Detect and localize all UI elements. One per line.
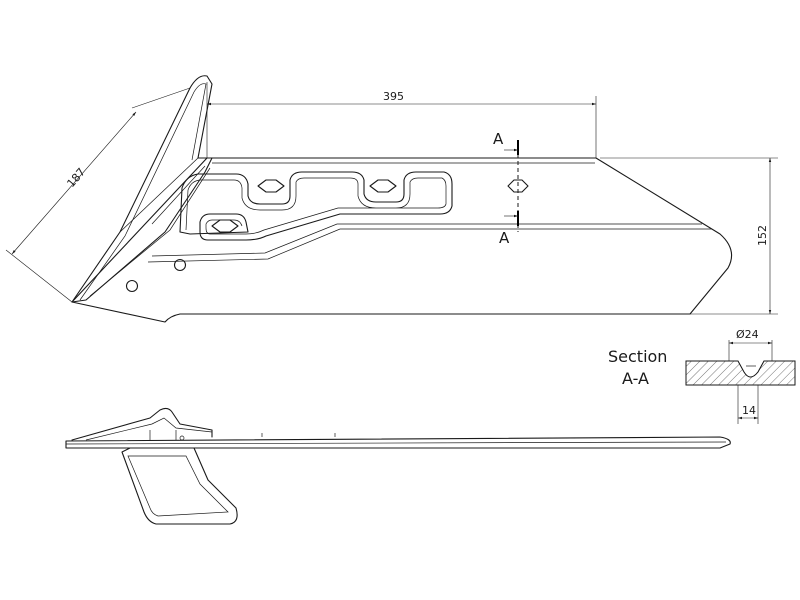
- share-side-view: [65, 407, 731, 525]
- dimension-length-value: 395: [383, 90, 404, 103]
- section-marker-bottom: A: [499, 229, 510, 247]
- dimension-wing-length-value: 187: [64, 166, 88, 190]
- dimension-height-value: 152: [756, 225, 769, 246]
- dimension-height: 152: [600, 157, 778, 315]
- share-top-view: [71, 75, 733, 323]
- dimension-counterbore-value: 14: [742, 404, 756, 417]
- section-label-title: Section: [608, 347, 667, 366]
- dimension-wing-length: 187: [5, 87, 191, 303]
- section-cut-line: A A: [493, 130, 519, 247]
- section-marker-top: A: [493, 130, 504, 148]
- section-label-name: A-A: [622, 369, 649, 388]
- dimension-hole-diameter-value: Ø24: [736, 328, 759, 341]
- dimension-length: 395: [206, 82, 597, 158]
- section-view: Section A-A Ø24 14: [608, 328, 796, 424]
